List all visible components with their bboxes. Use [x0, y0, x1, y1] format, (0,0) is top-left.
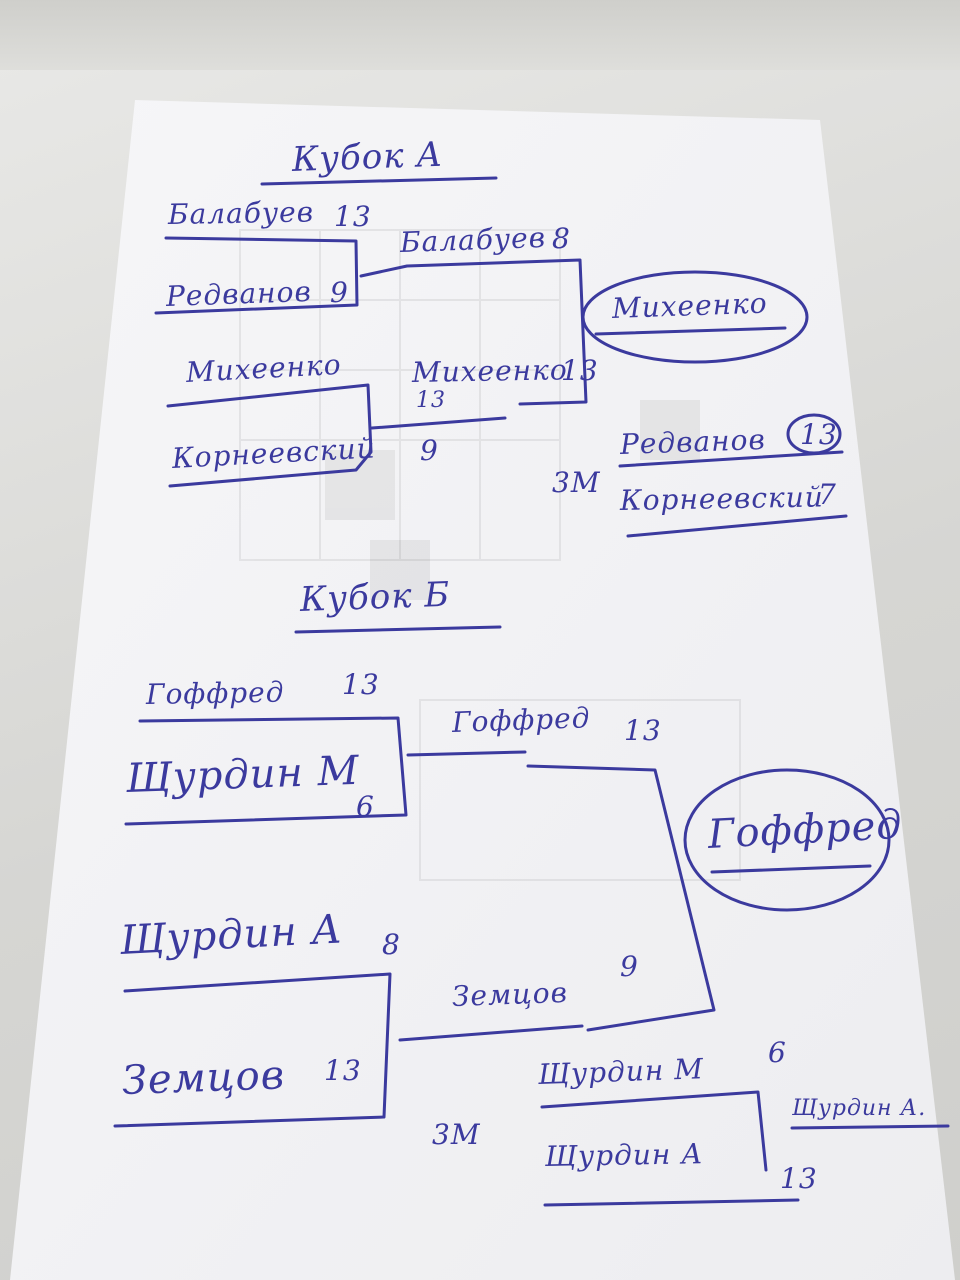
bracket-b-3rd-label: 3М [432, 1118, 481, 1151]
bracket-a-r1-p1-name: Балабуев [167, 195, 315, 231]
bracket-a-title-underline [260, 176, 498, 186]
bracket-b-3rd-line1 [540, 1090, 768, 1172]
bracket-a-3rd-p1-score: 13 [800, 418, 838, 451]
bracket-b-final-bracket [526, 764, 716, 1032]
bracket-b-r1-p1-score: 13 [342, 668, 380, 701]
bracket-b-winner-circle [683, 768, 891, 912]
bracket-b-title-underline [294, 625, 502, 634]
bracket-a-3rd-line2 [626, 514, 848, 538]
bracket-b-3rd-p1-score: 6 [768, 1036, 787, 1069]
bracket-a-3rd-p2-score: 7 [818, 478, 837, 511]
bracket-a-link-down [370, 416, 507, 430]
bracket-b-final-p1-score: 13 [624, 714, 662, 747]
desk-edge [0, 0, 960, 70]
bracket-a-3rd-p1-name: Редванов [619, 422, 767, 461]
bracket-a-final-p2-name: Михеенко [411, 353, 568, 389]
bracket-b-final-p2-name: Земцов [451, 975, 569, 1013]
bracket-b-r1-p1-name: Гоффред [145, 675, 285, 711]
bracket-b-final-p2-score: 9 [620, 950, 639, 983]
bracket-a-r1-p3-score: 13 [416, 388, 446, 413]
bracket-b-title: Кубок Б [299, 574, 451, 620]
bracket-b-3rd-winner-name: Щурдин А. [792, 1096, 927, 1121]
bracket-a-final-p2-score: 13 [561, 354, 599, 387]
bracket-b-match1-line [124, 716, 408, 826]
bracket-a-3rd-line1 [618, 450, 844, 468]
bracket-a-3rd-p2-name: Корнеевский [619, 480, 825, 517]
bracket-a-final-p1-name: Балабуев [399, 220, 547, 259]
bracket-b-r1-p3-score: 8 [382, 928, 401, 961]
bracket-a-winner-circle [581, 270, 809, 364]
bracket-a-match1-line [154, 236, 359, 315]
bracket-a-r1-p4-score: 9 [420, 434, 439, 467]
bracket-b-3rd-line2 [543, 1198, 800, 1207]
bracket-b-r1-p2-score: 6 [356, 790, 375, 823]
bracket-b-match2-line [113, 972, 392, 1128]
bracket-b-r1-p2-name: Щурдин М [125, 747, 361, 802]
bracket-a-final-p1-score: 8 [552, 222, 571, 255]
bracket-b-winner-underline [710, 864, 872, 874]
bracket-a-winner-underline [594, 326, 787, 336]
bracket-a-3rd-label: 3М [552, 466, 601, 499]
bracket-b-3rd-winner-underline [790, 1124, 950, 1130]
bracket-a-r1-p1-score: 13 [334, 200, 372, 233]
bracket-b-r1-p4-name: Земцов [121, 1052, 286, 1104]
bracket-b-3rd-p1-name: Щурдин М [537, 1052, 705, 1091]
bracket-a-r1-p2-score: 9 [330, 276, 349, 309]
bracket-a-title: Кубок А [291, 134, 444, 180]
bracket-a-link-final [359, 258, 588, 406]
bracket-a-winner-name: Михеенко [611, 286, 769, 325]
bracket-a-match2-line [166, 383, 373, 488]
bracket-b-3rd-p2-name: Щурдин А [544, 1137, 704, 1173]
bracket-b-link-final [406, 750, 527, 757]
bracket-b-3rd-p2-score: 13 [780, 1162, 818, 1195]
bracket-b-final-p1-name: Гоффред [451, 701, 591, 739]
bracket-b-r1-p4-score: 13 [324, 1054, 362, 1087]
bracket-a-r1-p2-name: Редванов [165, 274, 313, 313]
bracket-b-link-down [398, 1024, 584, 1042]
